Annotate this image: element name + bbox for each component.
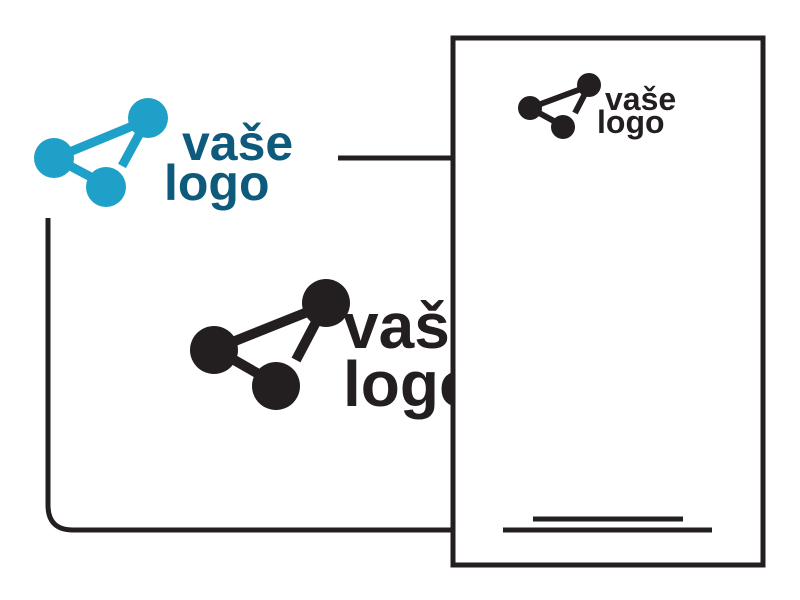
brand-logo-color: vaše logo [34,98,293,211]
letterhead-logo-molecule-icon [518,73,601,139]
letterhead-footer-lines [503,516,712,533]
letterhead-logo-line2: logo [597,104,665,140]
card-logo-molecule-icon [190,279,350,410]
letterhead-document: vaše logo [450,35,766,568]
brand-logo-line2: logo [164,155,270,211]
card-logo: vaše logo [190,279,485,420]
letterhead-logo-line1: vaše [605,81,676,117]
letterhead-page [450,35,766,568]
letterhead-logo: vaše logo [518,73,676,140]
business-card: vaše logo [45,155,485,533]
brand-logo-molecule-icon [34,98,168,207]
brand-logo-line1: vaše [182,115,293,171]
business-card-outline [45,218,455,533]
